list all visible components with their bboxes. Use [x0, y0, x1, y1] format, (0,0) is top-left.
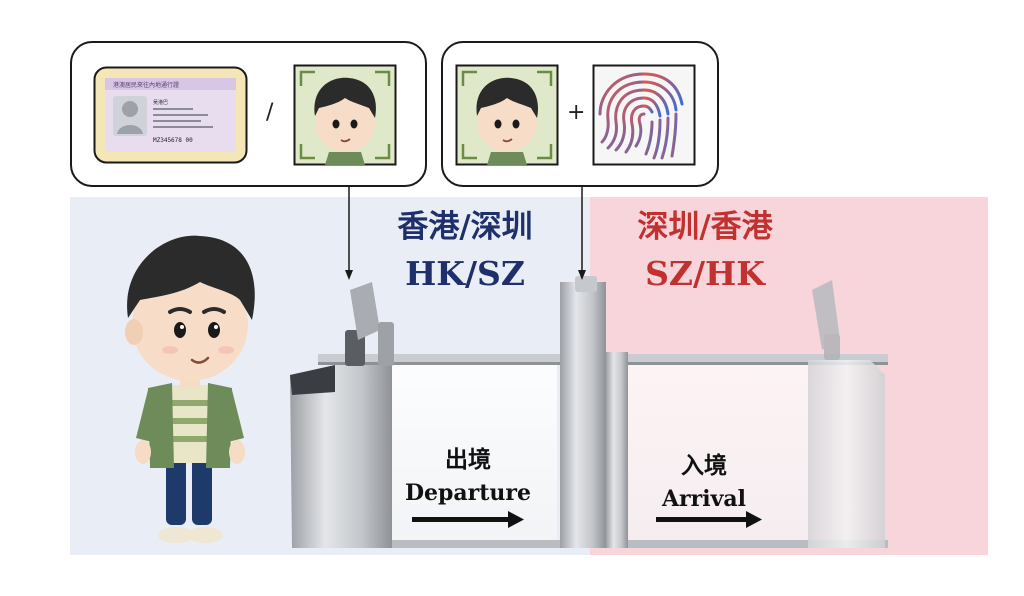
face-scan-icon — [455, 64, 559, 166]
departure-side-location-en: HK/SZ — [405, 254, 525, 293]
and-operator: + — [567, 100, 586, 125]
or-operator: / — [266, 100, 274, 125]
departure-side-location-zh: 香港/深圳 — [397, 209, 533, 245]
id-card-icon: 港澳居民來往內地通行證 吴港巴 MZ345678 00 — [93, 66, 248, 164]
arrival-glass-panel — [628, 365, 808, 543]
arrival-zh: 入境 — [681, 453, 727, 479]
arrival-direction-label: 入境 Arrival — [644, 446, 764, 512]
fingerprint-icon — [592, 64, 696, 166]
departure-side-location-label: 香港/深圳 HK/SZ — [370, 209, 560, 293]
departure-en: Departure — [404, 480, 532, 506]
right-gate-kiosk — [808, 280, 885, 548]
left-gate-kiosk — [290, 282, 394, 548]
arrival-side-location-en: SZ/HK — [645, 254, 765, 293]
svg-text:吴港巴: 吴港巴 — [153, 99, 168, 106]
arrival-arrow — [656, 511, 762, 528]
traveller-character — [125, 235, 255, 543]
departure-arrow — [412, 511, 524, 528]
arrival-en: Arrival — [661, 486, 746, 512]
departure-direction-label: 出境 Departure — [394, 440, 542, 506]
departure-glass-panel — [392, 365, 557, 543]
arrival-side-location-zh: 深圳/香港 — [637, 209, 773, 245]
arrival-side-location-label: 深圳/香港 SZ/HK — [610, 209, 800, 293]
svg-text:MZ345678 00: MZ345678 00 — [153, 137, 193, 144]
svg-text:港澳居民來往內地通行證: 港澳居民來往內地通行證 — [113, 81, 179, 89]
center-gate-pillar — [560, 276, 628, 548]
departure-zh: 出境 — [445, 447, 491, 473]
face-scan-icon — [293, 64, 397, 166]
